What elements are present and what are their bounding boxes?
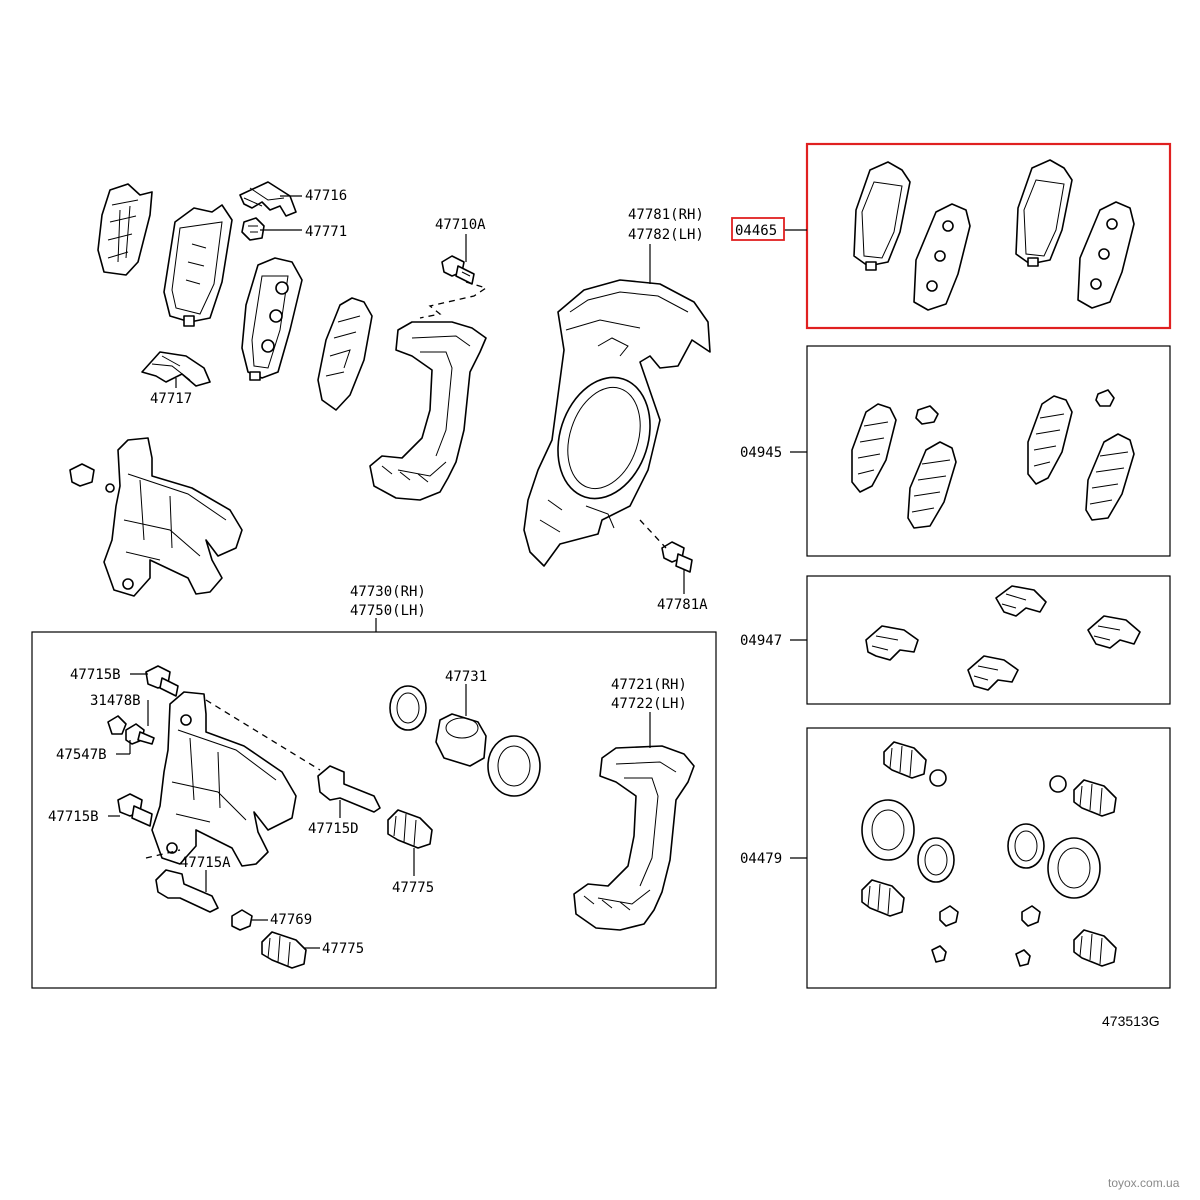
kit-small-clip-1: [915, 405, 939, 425]
mounting-bracket-47721: [573, 745, 695, 931]
bolt-47715b-upper: [145, 665, 179, 697]
kit-clip-1: [865, 625, 919, 661]
label-31478b: 31478B: [90, 693, 141, 709]
caliper-assembly-box: [31, 631, 717, 989]
label-47722-lh: 47722(LH): [611, 696, 687, 712]
anti-squeal-shim-right: [317, 297, 373, 411]
bleeder-31478b: [107, 715, 127, 735]
kit-ring-1: [917, 837, 955, 883]
kit-clip-small-2: [1015, 949, 1031, 967]
diagram-code: 473513G: [1102, 1013, 1160, 1029]
slide-pin-47715a: [155, 869, 219, 913]
kit-boot-4: [1073, 929, 1117, 967]
caliper-body: [151, 691, 297, 867]
label-47750-lh: 47750(LH): [350, 603, 426, 619]
kit-box-04945: [806, 345, 1171, 557]
kit-clip-small-1: [931, 945, 947, 963]
kit-cap-1: [939, 905, 959, 927]
label-47782-lh: 47782(LH): [628, 227, 704, 243]
anti-squeal-shim-left: [97, 183, 153, 276]
kit-bushing-2: [1049, 775, 1067, 793]
label-47730-rh: 47730(RH): [350, 584, 426, 600]
label-47716: 47716: [305, 188, 347, 204]
label-47547b: 47547B: [56, 747, 107, 763]
label-47715a: 47715A: [180, 855, 231, 871]
label-47781-rh: 47781(RH): [628, 207, 704, 223]
brake-pad-outer-left: [163, 204, 233, 327]
piston-boot: [487, 735, 541, 797]
label-47715d: 47715D: [308, 821, 359, 837]
kit-clip-2: [995, 585, 1047, 617]
kit-boot-3: [1073, 779, 1117, 817]
watermark-text: toyox.com.ua: [1108, 1176, 1180, 1190]
kit-shim-2: [907, 441, 957, 529]
bolt-47781a: [661, 541, 693, 573]
label-47775-upper: 47775: [392, 880, 434, 896]
bolt-47710a: [441, 255, 475, 285]
dust-cover-shield: [523, 279, 711, 567]
label-04465: 04465: [735, 223, 777, 239]
clip-47717: [141, 351, 211, 387]
piston-47731: [435, 713, 487, 767]
kit-ring-2: [1007, 823, 1045, 869]
kit-boot-2: [861, 879, 905, 917]
caliper-body-ghost: [103, 437, 243, 597]
cap-ghost: [69, 463, 95, 487]
label-47717: 47717: [150, 391, 192, 407]
bolt-47715b-lower: [117, 793, 153, 827]
clip-47716: [239, 181, 297, 217]
kit-seal-2: [1047, 837, 1101, 899]
kit-shim-3: [1027, 395, 1073, 485]
bleeder-47547b: [125, 723, 155, 745]
kit-bushing-1: [929, 769, 947, 787]
label-47731: 47731: [445, 669, 487, 685]
label-47769: 47769: [270, 912, 312, 928]
kit-clip-3: [967, 655, 1019, 691]
label-47715b-upper: 47715B: [70, 667, 121, 683]
label-47771: 47771: [305, 224, 347, 240]
clip-47771: [241, 217, 265, 241]
kit-clip-4: [1087, 615, 1141, 649]
kit-box-04465: [805, 142, 1172, 330]
kit-boot-1: [883, 741, 927, 779]
boot-47775-lower: [261, 931, 307, 969]
kit-pad-2-inner: [1077, 201, 1135, 309]
leader-lines: [108, 195, 807, 949]
label-04465-highlight: [731, 217, 785, 241]
kit-small-clip-2: [1095, 389, 1115, 407]
label-04479: 04479: [740, 851, 782, 867]
label-47781a: 47781A: [657, 597, 708, 613]
kit-pad-2-outer: [1015, 159, 1073, 267]
label-04945: 04945: [740, 445, 782, 461]
kit-pad-1-outer: [853, 161, 911, 271]
label-47721-rh: 47721(RH): [611, 677, 687, 693]
kit-cap-2: [1021, 905, 1041, 927]
kit-shim-4: [1085, 433, 1135, 521]
piston-seal-ring: [389, 685, 427, 731]
mounting-bracket-upper: [369, 321, 487, 501]
kit-pad-1-inner: [913, 203, 971, 311]
kit-shim-1: [851, 403, 897, 493]
bushing-47769: [231, 909, 253, 931]
boot-47775-upper: [387, 809, 433, 849]
label-47775-lower: 47775: [322, 941, 364, 957]
slide-pin-47715d: [317, 765, 381, 813]
brake-pad-inner-left: [241, 257, 303, 381]
label-04947: 04947: [740, 633, 782, 649]
kit-seal-1: [861, 799, 915, 861]
label-47710a: 47710A: [435, 217, 486, 233]
label-47715b-lower: 47715B: [48, 809, 99, 825]
